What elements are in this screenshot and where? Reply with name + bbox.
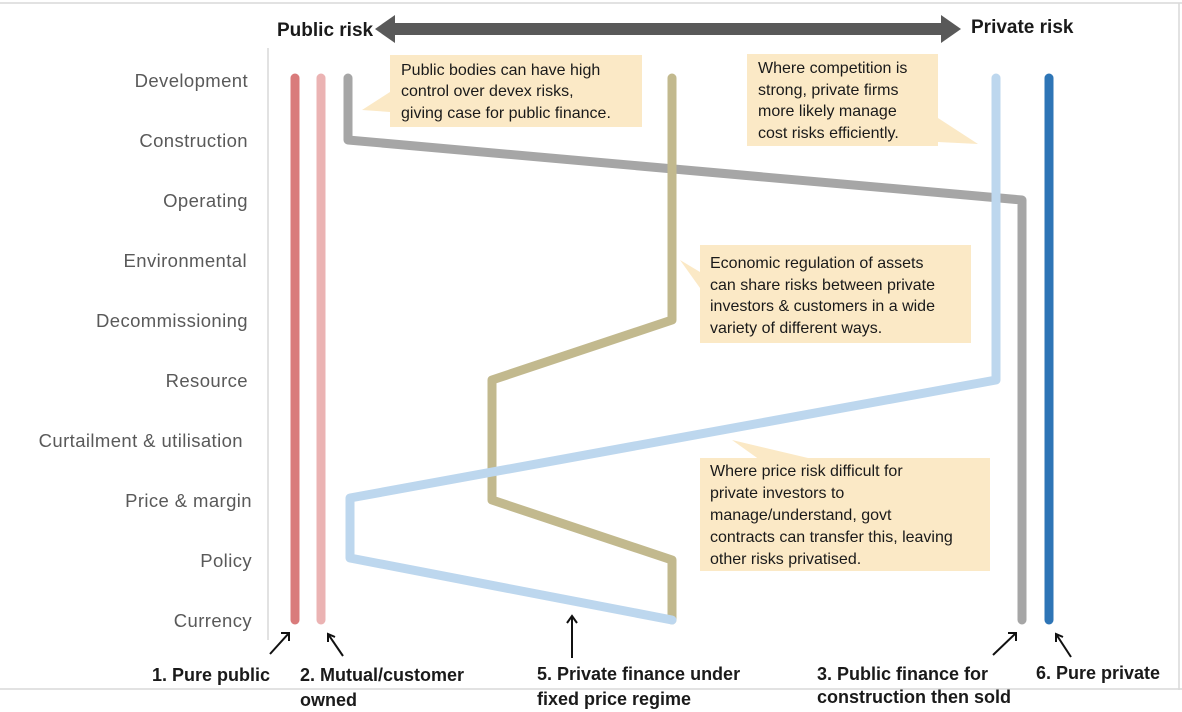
- public-private-double-arrow: [375, 15, 961, 43]
- pointer-pure-private: [1055, 632, 1072, 658]
- scheme-label-public-construction-line-2: construction then sold: [817, 687, 1011, 707]
- note-price-risk-line-1: Where price risk difficult for: [710, 463, 903, 480]
- price-risk-transfer-path: [345, 73, 1001, 625]
- scheme-label-public-construction-line-1: 3. Public finance for: [817, 664, 988, 684]
- note-public-bodies: Public bodies can have high control over…: [362, 55, 642, 127]
- note-price-risk-line-2: private investors to: [710, 485, 844, 502]
- scheme-label-fixed-price-line-2: fixed price regime: [537, 689, 691, 709]
- risk-label-policy: Policy: [200, 550, 252, 571]
- pointer-fixed-price: [566, 614, 578, 658]
- risk-label-currency: Currency: [174, 610, 253, 631]
- scheme-labels: 1. Pure public 2. Mutual/customer owned …: [152, 663, 1160, 710]
- note-price-risk-line-3: manage/understand, govt: [710, 507, 892, 524]
- risk-label-operating: Operating: [163, 190, 248, 211]
- risk-category-labels: Development Construction Operating Envir…: [39, 70, 253, 631]
- note-price-risk: Where price risk difficult for private i…: [700, 440, 990, 571]
- note-economic-regulation-line-1: Economic regulation of assets: [710, 255, 923, 272]
- risk-label-price-margin: Price & margin: [125, 490, 252, 511]
- pointer-pure-public: [269, 632, 290, 655]
- scheme-label-fixed-price-line-1: 5. Private finance under: [537, 664, 740, 684]
- public-risk-label: Public risk: [277, 20, 374, 41]
- note-economic-regulation: Economic regulation of assets can share …: [680, 245, 971, 343]
- risk-label-resource: Resource: [166, 370, 248, 391]
- note-competition-line-2: strong, private firms: [758, 82, 898, 99]
- note-competition-line-3: more likely manage: [758, 103, 897, 120]
- risk-label-environmental: Environmental: [124, 250, 247, 271]
- note-public-bodies-line-2: control over devex risks,: [401, 83, 574, 100]
- fixed-price-private-path: [487, 73, 677, 625]
- scheme-label-mutual-line-2: owned: [300, 690, 357, 710]
- risk-label-construction: Construction: [139, 130, 248, 151]
- risk-label-curtailment: Curtailment & utilisation: [39, 430, 243, 451]
- note-public-bodies-line-1: Public bodies can have high: [401, 62, 600, 79]
- note-competition-line-1: Where competition is: [758, 60, 907, 77]
- note-price-risk-line-4: contracts can transfer this, leaving: [710, 529, 953, 546]
- note-economic-regulation-line-4: variety of different ways.: [710, 320, 882, 337]
- note-economic-regulation-line-2: can share risks between private: [710, 277, 935, 294]
- scheme-label-pure-private: 6. Pure private: [1036, 663, 1160, 683]
- public-construction-sold-path: [343, 73, 1027, 625]
- risk-label-decommissioning: Decommissioning: [96, 310, 248, 331]
- note-competition: Where competition is strong, private fir…: [747, 54, 978, 146]
- scheme-paths: [290, 73, 1054, 625]
- note-competition-line-4: cost risks efficiently.: [758, 125, 899, 142]
- note-price-risk-line-5: other risks privatised.: [710, 551, 861, 568]
- pointer-arrows: [269, 614, 1072, 658]
- pointer-mutual: [327, 632, 344, 657]
- risk-label-development: Development: [135, 70, 248, 91]
- pointer-public-construction: [992, 632, 1017, 656]
- note-public-bodies-line-3: giving case for public finance.: [401, 105, 611, 122]
- note-economic-regulation-line-3: investors & customers in a wide: [710, 298, 935, 315]
- scheme-label-pure-public: 1. Pure public: [152, 665, 270, 685]
- scheme-label-mutual-line-1: 2. Mutual/customer: [300, 665, 464, 685]
- private-risk-label: Private risk: [971, 17, 1074, 38]
